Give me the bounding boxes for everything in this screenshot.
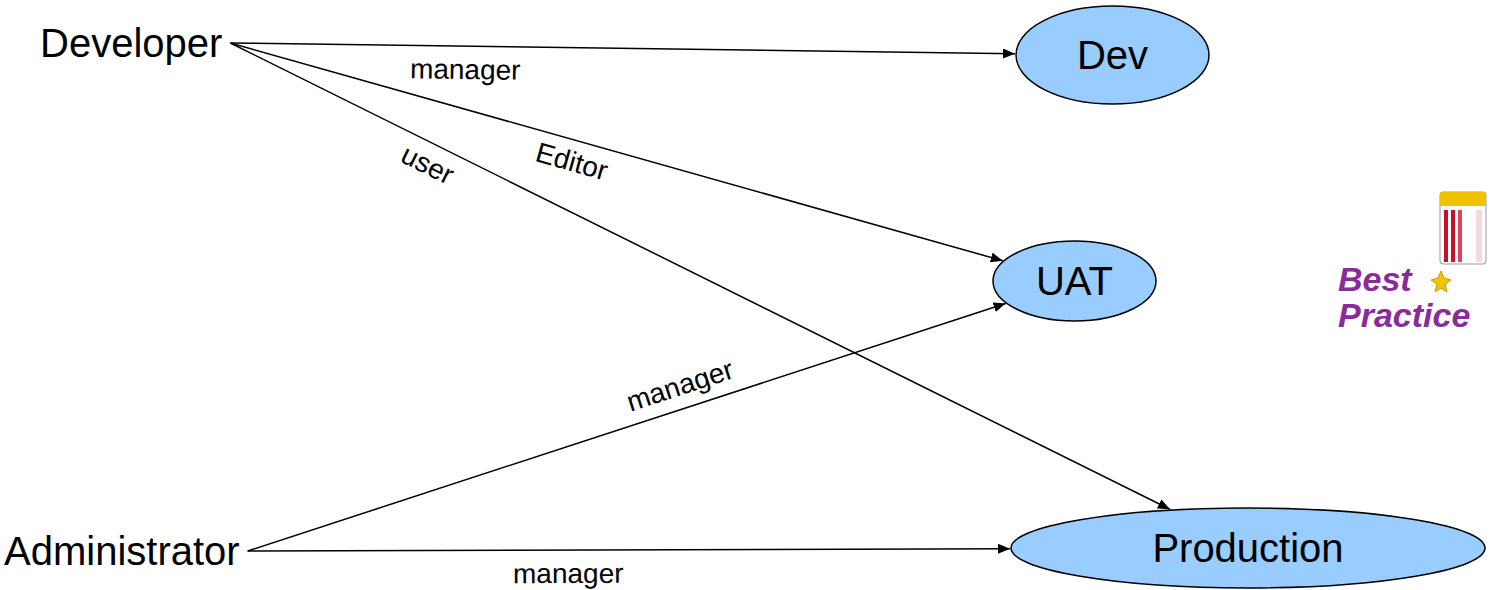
- edge-label: Editor: [529, 136, 615, 188]
- ribbon-stripe: [1444, 210, 1448, 262]
- ellipse-fill: [993, 241, 1156, 321]
- star-icon: [1431, 271, 1451, 292]
- environment-ellipse: Dev: [1015, 5, 1210, 105]
- role-name: Administrator: [4, 528, 240, 574]
- node-text: Production: [1152, 525, 1343, 571]
- node-text: Dev: [1077, 32, 1148, 78]
- edge-label: manager: [406, 54, 525, 86]
- ellipse-fill: [1016, 6, 1209, 104]
- connector-arrow: [248, 549, 1010, 551]
- ribbon-clasp: [1440, 192, 1486, 206]
- ribbon-stripe: [1458, 210, 1462, 262]
- node-text: UAT: [1036, 258, 1113, 304]
- connector-arrow: [230, 43, 1015, 54]
- connector-arrow: [230, 43, 1002, 261]
- edge-label: manager: [509, 558, 628, 589]
- best-practice-badge: [1431, 192, 1486, 292]
- environment-ellipse: UAT: [992, 240, 1157, 322]
- environment-ellipse: Production: [1010, 507, 1486, 589]
- edge-label: user: [392, 138, 462, 193]
- connector-arrow: [248, 304, 1006, 551]
- ribbon-stripe: [1476, 210, 1482, 262]
- ribbon-stripe: [1451, 210, 1455, 262]
- badge-caption: Best Practice: [1338, 262, 1488, 333]
- ellipse-fill: [1011, 508, 1485, 588]
- node-text: Administrator: [4, 528, 240, 574]
- role-name: Developer: [40, 20, 222, 66]
- node-text: Developer: [40, 20, 222, 66]
- ribbon-body: [1440, 192, 1486, 264]
- connector-arrow: [230, 43, 1170, 509]
